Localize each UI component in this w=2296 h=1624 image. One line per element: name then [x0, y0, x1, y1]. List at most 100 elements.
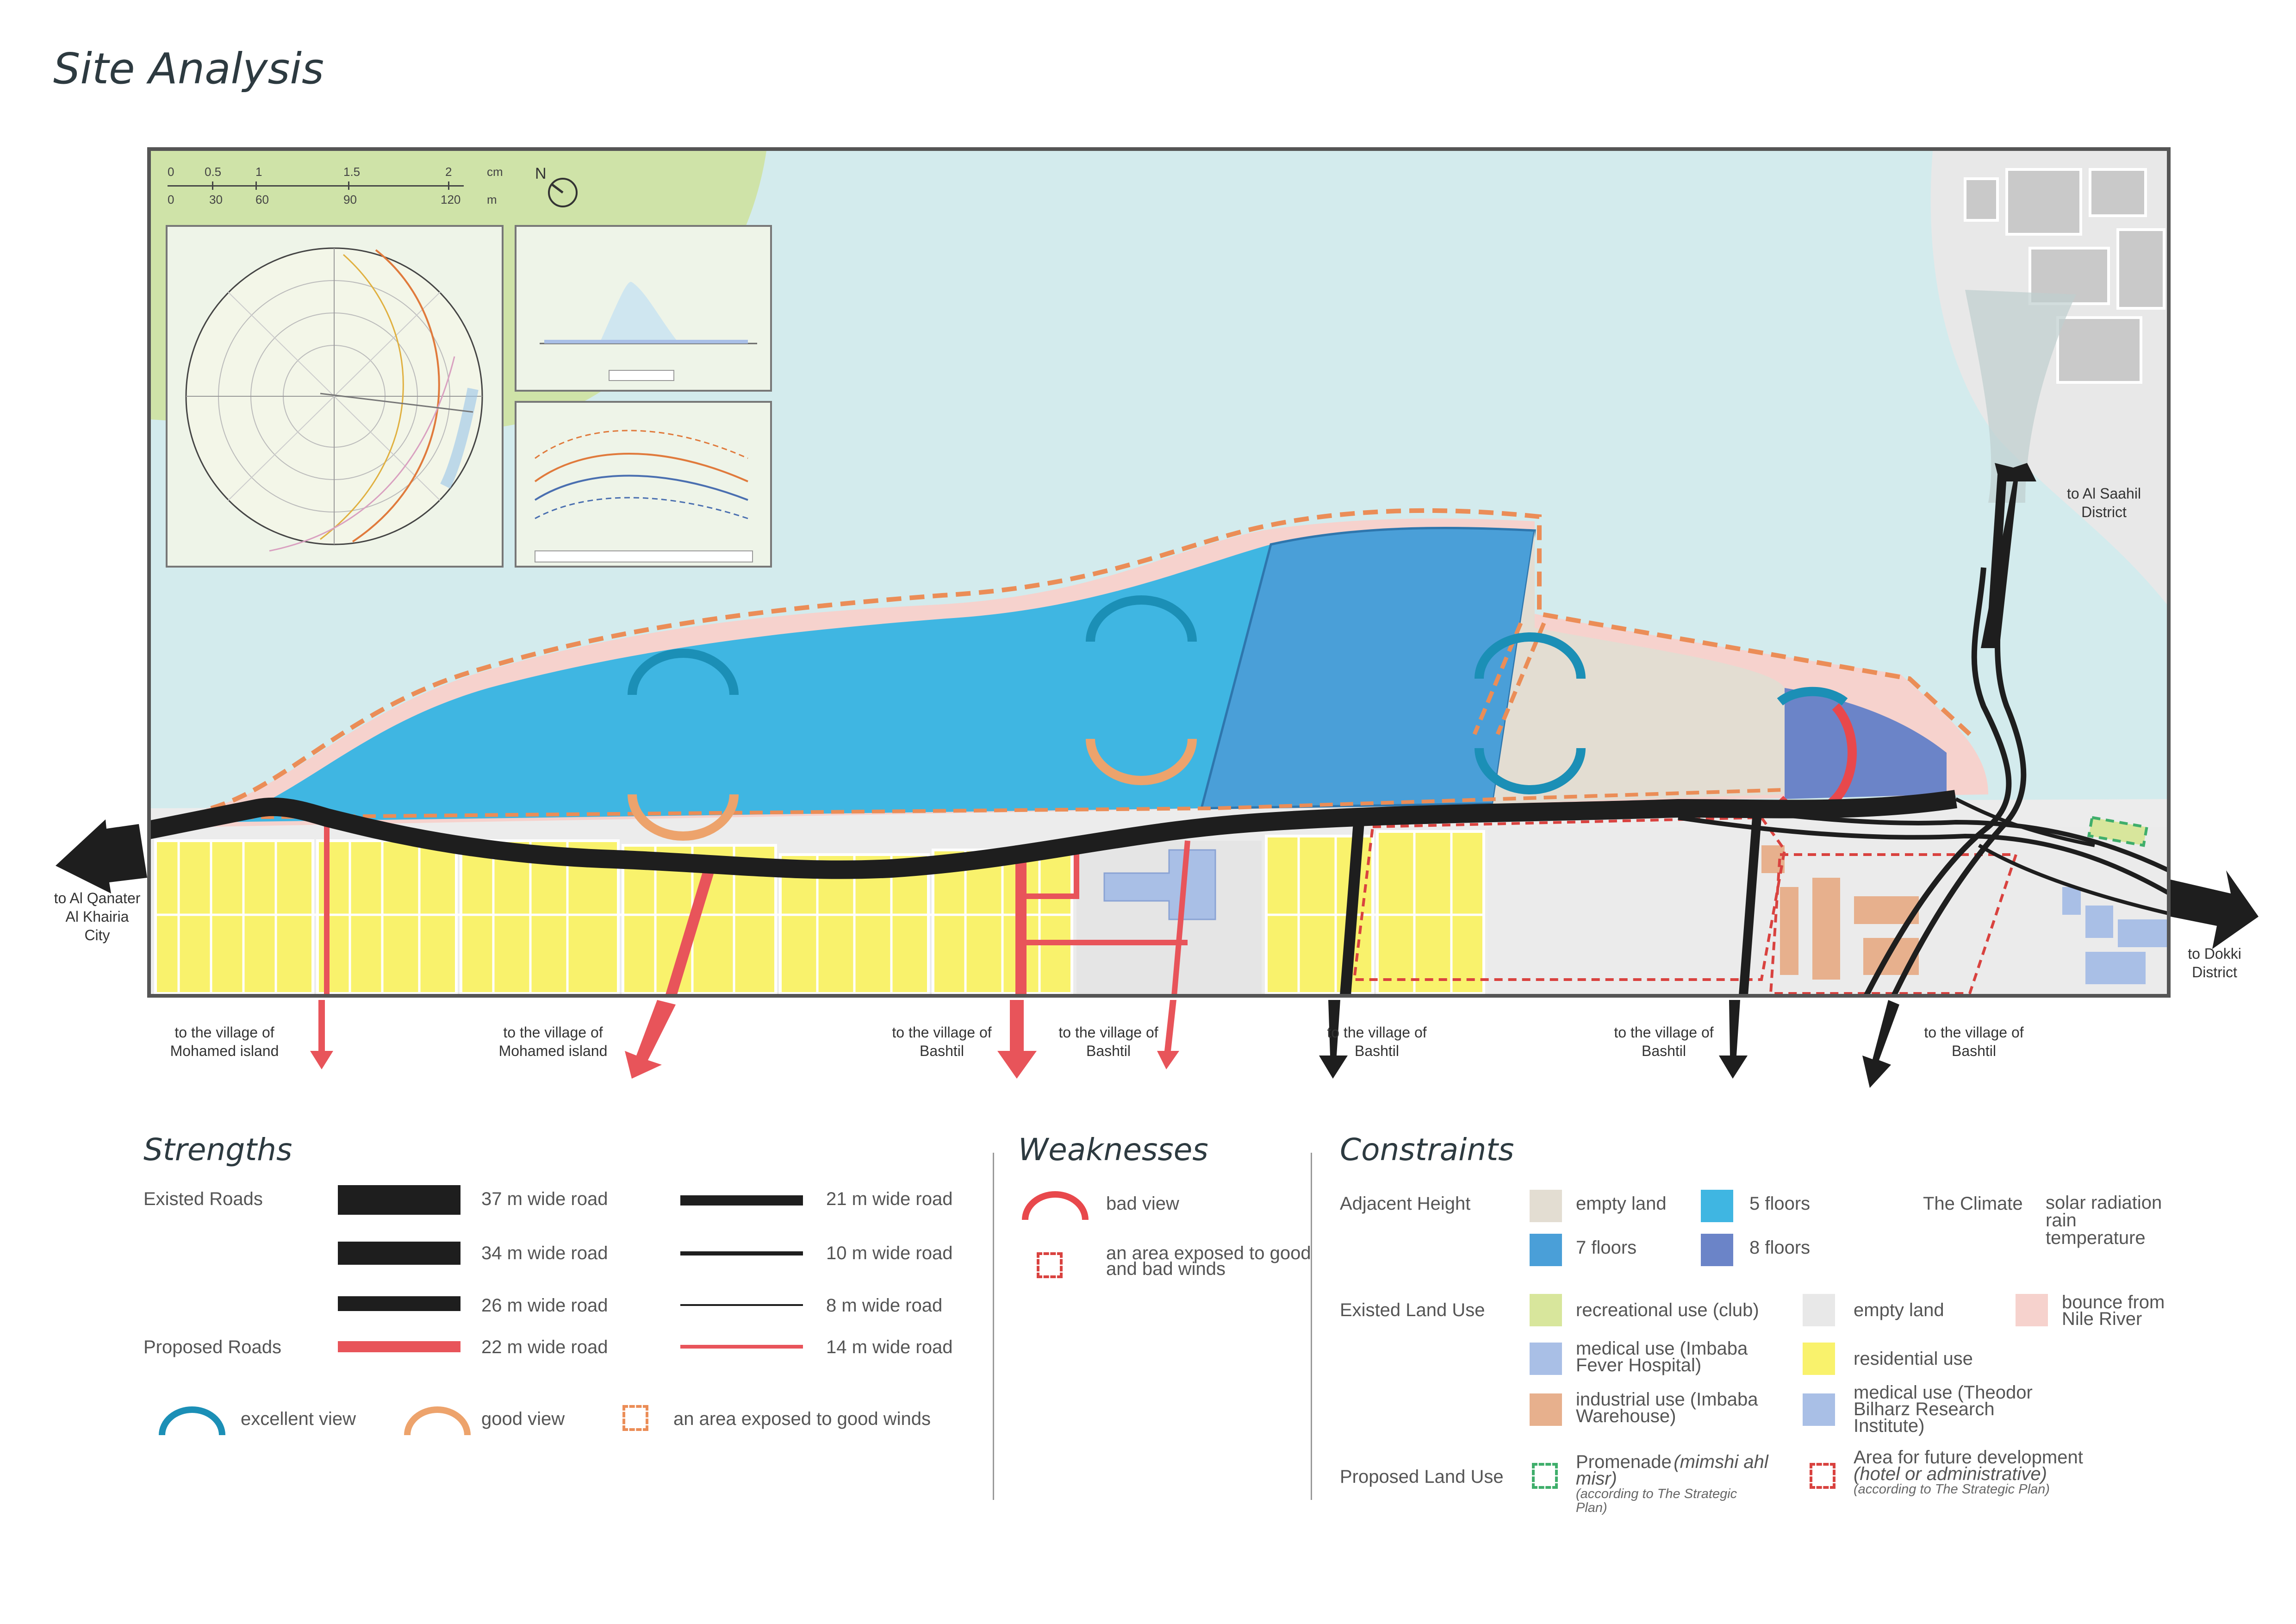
land-label-research-institute: medical use (Theodor Bilharz Research In…	[1854, 1382, 2033, 1436]
scale-tick-1	[212, 181, 213, 190]
road-26m-south	[1739, 817, 1761, 994]
scale-cm-0: 0	[168, 165, 174, 179]
height-swatch-7-floors	[1530, 1234, 1562, 1266]
urban-blocks	[1964, 168, 2165, 384]
promenade-area	[2087, 816, 2149, 847]
promenade-legend: Promenade (mimshi ahl misr) (according t…	[1576, 1452, 1770, 1515]
future-development-italic: (hotel or administrative)	[1854, 1464, 2047, 1484]
scale-tick-3	[348, 181, 349, 190]
arrow-black-1	[1319, 1000, 1348, 1079]
future-development-area-2	[1769, 853, 2018, 994]
land-swatch-recreational	[1530, 1294, 1562, 1326]
scale-cm-unit: cm	[487, 165, 503, 179]
bad-view-label: bad view	[1106, 1193, 1179, 1214]
scale-bar: 0 0.5 1 1.5 2 cm 0 30 60 90 120 m	[168, 165, 547, 216]
good-winds-swatch	[622, 1405, 648, 1431]
site-empty-land	[1493, 531, 1785, 804]
research-institute-buildings	[2062, 887, 2167, 984]
sun-path-svg	[185, 247, 483, 552]
height-label-8-floors: 8 floors	[1749, 1237, 1811, 1258]
promenade-italic: (mimshi ahl misr)	[1576, 1452, 1768, 1489]
scale-m-0: 0	[168, 193, 174, 206]
promenade-label: Promenade	[1576, 1452, 1672, 1472]
road-label-14m: 14 m wide road	[826, 1337, 953, 1357]
rain-chart-inset	[515, 225, 772, 392]
land-label-recreational: recreational use (club)	[1576, 1300, 1759, 1320]
label-village-5: to the village of Bashtil	[1327, 1024, 1427, 1059]
road-label-37m: 37 m wide road	[481, 1189, 608, 1209]
label-village-2: to the village of Mohamed island	[498, 1024, 608, 1059]
land-swatch-industrial	[1530, 1393, 1562, 1426]
road-label-22m: 22 m wide road	[481, 1337, 608, 1357]
land-label-residential: residential use	[1854, 1349, 1973, 1369]
north-arrow: N	[535, 165, 581, 211]
proposed-road-2	[666, 862, 716, 994]
future-development-swatch	[1810, 1463, 1836, 1489]
scale-line	[168, 185, 464, 187]
road-label-10m: 10 m wide road	[826, 1243, 953, 1263]
existed-roads-label: Existed Roads	[143, 1189, 263, 1209]
proposed-roads-label: Proposed Roads	[143, 1337, 281, 1357]
land-label-empty: empty land	[1854, 1300, 1944, 1320]
bridge-structure	[1965, 290, 2076, 503]
arrow-to-dokki	[2171, 870, 2259, 949]
label-village-1: to the village of Mohamed island	[170, 1024, 279, 1059]
scale-cm-1: 0.5	[205, 165, 222, 179]
main-road-37m	[151, 790, 1957, 879]
good-view-label: good view	[481, 1409, 565, 1429]
climate-label: The Climate	[1923, 1193, 2023, 1214]
temperature-chart-inset	[515, 401, 772, 568]
adjacent-height-label: Adjacent Height	[1340, 1193, 1471, 1214]
proposed-road-6	[1021, 841, 1079, 899]
height-label-empty-land: empty land	[1576, 1193, 1667, 1214]
bad-view-icon	[1022, 1191, 1089, 1220]
label-to-al-saahil: to Al Saahil District	[2066, 485, 2141, 520]
sun-path-diagram	[166, 225, 504, 568]
arrow-red-1	[310, 1000, 333, 1069]
scale-m-4: 120	[441, 193, 461, 206]
existed-land-use-label: Existed Land Use	[1340, 1300, 1485, 1320]
label-village-4: to the village of Bashtil	[1058, 1024, 1158, 1059]
label-to-al-qanater: to Al Qanater Al Khairia City	[54, 890, 141, 943]
rain-chart-svg	[540, 281, 757, 381]
site-8-floors	[1785, 688, 1947, 799]
north-label: N	[535, 165, 547, 182]
excellent-view-arc-5	[1777, 687, 1848, 706]
height-swatch-5-floors	[1701, 1190, 1733, 1222]
map-drawing	[151, 151, 2167, 994]
arrow-red-3	[997, 1000, 1037, 1079]
arrow-red-4	[1157, 1000, 1179, 1069]
arrow-red-2	[625, 1000, 676, 1079]
site-boundary-dashed	[210, 508, 1972, 811]
excellent-view-arc-3	[1475, 632, 1586, 679]
good-view-arc-2	[1086, 738, 1197, 785]
future-development-note: (according to The Strategic Plan)	[1854, 1482, 2050, 1497]
temperature-chart-svg	[534, 430, 753, 562]
road-swatch-37m	[338, 1185, 460, 1215]
arrow-black-3	[1862, 1000, 1899, 1088]
interchange-roads	[1678, 567, 2167, 994]
page-title: Site Analysis	[53, 44, 324, 94]
road-swatch-22m	[338, 1341, 460, 1352]
good-bad-winds-swatch	[1037, 1252, 1063, 1278]
land-label-bounce: bounce from Nile River	[2062, 1292, 2165, 1329]
scale-m-unit: m	[487, 193, 497, 206]
north-circle-icon	[548, 178, 578, 207]
label-village-3: to the village of Bashtil	[892, 1024, 992, 1059]
future-development-label: Area for future development	[1854, 1447, 2083, 1468]
climate-solar: solar radiation	[2046, 1193, 2162, 1213]
land-swatch-residential	[1803, 1343, 1835, 1375]
arrow-black-2	[1719, 1000, 1748, 1079]
promenade-note: (according to The Strategic Plan)	[1576, 1487, 1737, 1515]
road-swatch-10m	[680, 1251, 803, 1255]
scale-tick-2	[255, 181, 257, 190]
industrial-buildings	[1761, 845, 1919, 980]
divider-1	[993, 1153, 994, 1500]
excellent-view-arc-1	[628, 649, 739, 695]
proposed-road-4	[1171, 840, 1190, 994]
arrow-to-al-qanater	[56, 819, 147, 893]
road-swatch-26m	[338, 1296, 460, 1311]
road-swatch-34m	[338, 1242, 460, 1265]
road-swatch-8m	[680, 1304, 803, 1306]
label-village-7: to the village of Bashtil	[1924, 1024, 2024, 1059]
